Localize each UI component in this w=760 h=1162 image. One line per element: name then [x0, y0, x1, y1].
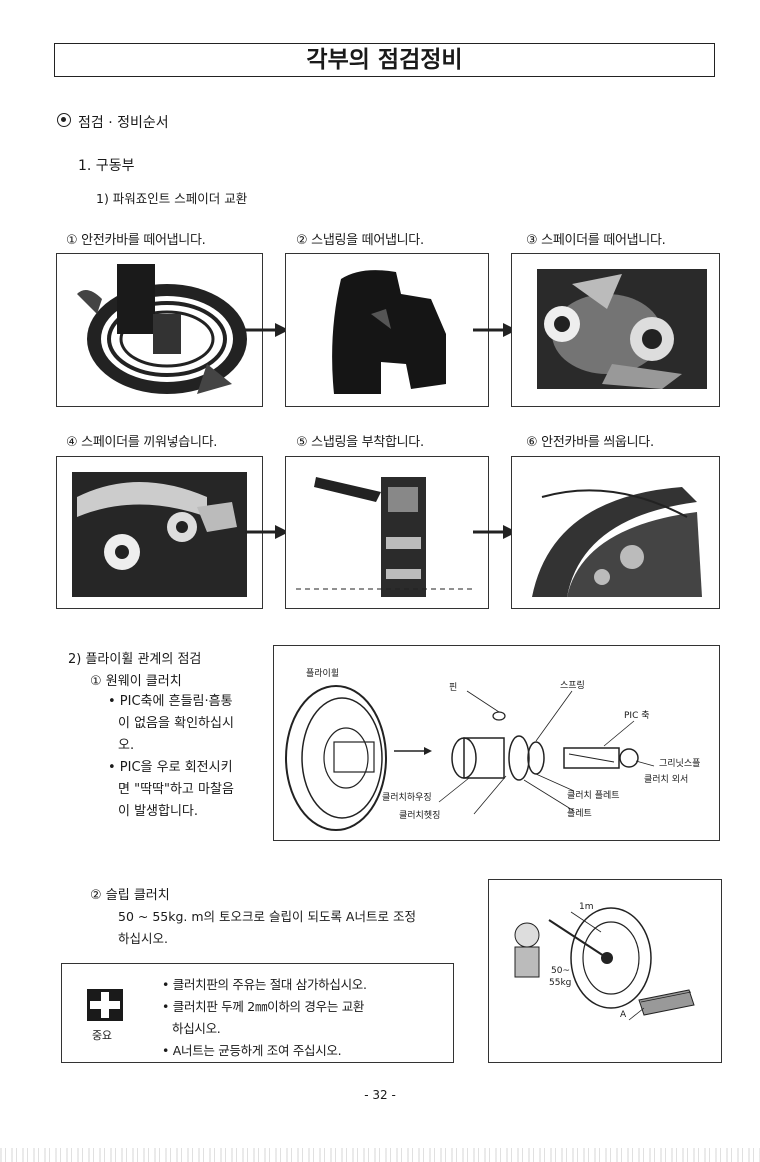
- diagram-label-grease: 그리닛스플: [659, 759, 701, 769]
- arrow-right-icon: [473, 323, 517, 337]
- note-line: 하십시오.: [172, 1021, 221, 1036]
- step-photo-snap-ring-removal: [285, 253, 489, 407]
- arrow-right-icon: [245, 525, 289, 539]
- bullet-text: 이 없음을 확인하십시: [118, 716, 234, 731]
- one-way-clutch-title: ① 원웨이 클러치: [90, 674, 182, 689]
- slip-clutch-desc: 50 ~ 55kg. m의 토오크로 슬립이 되도록 A너트로 조정: [118, 909, 416, 924]
- bullet-text: 이 발생합니다.: [118, 804, 199, 819]
- diagram-label-spring: 스프링: [560, 681, 585, 691]
- step-photo-safety-cover-removal: [56, 253, 263, 407]
- slip-clutch-title: ② 슬립 클러치: [90, 888, 170, 903]
- arrow-right-icon: [245, 323, 289, 337]
- scan-artifact-strip: [0, 1148, 760, 1162]
- diagram-label-torque-unit: 55kg: [549, 978, 572, 988]
- step-caption: ④ 스페이더를 끼워넣습니다.: [66, 435, 218, 450]
- step-photo-snap-ring-installation: [285, 456, 489, 609]
- page-title: 각부의 점검정비: [54, 43, 715, 77]
- note-line: • 클러치판 두께 2㎜이하의 경우는 교환: [162, 999, 365, 1014]
- section-heading: 점검 · 정비순서: [78, 115, 169, 131]
- page-number: - 32 -: [364, 1088, 396, 1102]
- step-caption: ② 스냅링을 떼어냅니다.: [296, 233, 424, 248]
- important-label: 중요: [92, 1029, 112, 1042]
- bullet-text: 면 "딱딱"하고 마찰음: [118, 782, 234, 797]
- bullet-text: • PIC을 우로 회전시키: [108, 760, 233, 775]
- diagram-label-clutch-housing: 클러치하우징: [382, 793, 432, 803]
- note-line: • 클러치판의 주유는 절대 삼가하십시오.: [162, 977, 367, 992]
- diagram-label-clutch-plate: 클러치 플레트: [567, 791, 620, 801]
- diagram-label-plate: 플레트: [567, 809, 592, 819]
- bullseye-icon: [57, 113, 71, 127]
- slip-clutch-desc: 하십시오.: [118, 931, 168, 946]
- flywheel-clutch-diagram: 플라이휠 핀 스프링 PIC 축 그리닛스플 클러치 외서 클러치 플레트 플레…: [273, 645, 720, 841]
- bullet-text: 오.: [118, 738, 135, 753]
- chapter-heading: 1. 구동부: [78, 158, 135, 174]
- step-photo-safety-cover-installation: [511, 456, 720, 609]
- step-caption: ⑥ 안전카바를 씌웁니다.: [526, 435, 654, 450]
- subsection-heading: 1) 파워죠인트 스페이더 교환: [96, 191, 248, 206]
- diagram-label-clutch-outer: 클러치 외서: [644, 775, 689, 785]
- bullet-text: • PIC축에 흔들림·흠통: [108, 694, 233, 709]
- diagram-label-pin: 핀: [449, 683, 458, 693]
- step-photo-spider-removal: [511, 253, 720, 407]
- step-caption: ① 안전카바를 떼어냅니다.: [66, 233, 206, 248]
- diagram-label-a-nut: A: [620, 1010, 627, 1020]
- flywheel-heading: 2) 플라이휠 관계의 점검: [68, 652, 202, 667]
- diagram-label-torque: 50~: [551, 966, 570, 976]
- diagram-label-pic-shaft: PIC 축: [624, 711, 650, 721]
- slip-clutch-diagram: 1m 50~ 55kg A: [488, 879, 722, 1063]
- step-photo-spider-insertion: [56, 456, 263, 609]
- important-note-box: 중요 • 클러치판의 주유는 절대 삼가하십시오. • 클러치판 두께 2㎜이하…: [61, 963, 454, 1063]
- arrow-right-icon: [473, 525, 517, 539]
- diagram-label-1m: 1m: [579, 902, 594, 912]
- step-caption: ⑤ 스냅링을 부착합니다.: [296, 435, 424, 450]
- step-caption: ③ 스페이더를 떼어냅니다.: [526, 233, 666, 248]
- diagram-label-clutch-hedging: 클러치헷징: [399, 811, 441, 821]
- note-line: • A너트는 균등하게 조여 주십시오.: [162, 1043, 342, 1058]
- diagram-label-flywheel: 플라이휠: [306, 669, 340, 679]
- cross-icon: [87, 989, 123, 1021]
